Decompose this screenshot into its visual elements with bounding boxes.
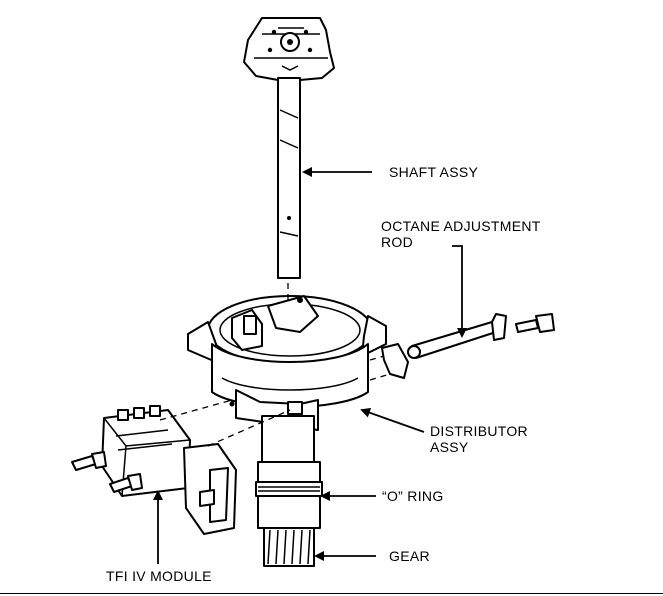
alignment-lines bbox=[159, 280, 391, 447]
octane-rod-part bbox=[381, 313, 555, 379]
label-octane-line1: OCTANE ADJUSTMENT bbox=[381, 218, 541, 234]
tfi-module-part bbox=[71, 405, 237, 535]
bottom-divider bbox=[0, 593, 663, 594]
leader-lines bbox=[153, 167, 467, 564]
distributor-assembly bbox=[187, 295, 387, 567]
label-distributor-line1: DISTRIBUTOR bbox=[430, 423, 528, 439]
label-gear: GEAR bbox=[389, 548, 430, 564]
gear-part bbox=[263, 527, 315, 567]
label-octane-line2: ROD bbox=[381, 234, 413, 250]
shaft-assembly bbox=[243, 17, 335, 279]
label-tfi-module: TFI IV MODULE bbox=[106, 568, 212, 584]
label-shaft-assy: SHAFT ASSY bbox=[389, 164, 478, 180]
label-distributor-line2: ASSY bbox=[430, 439, 469, 455]
label-o-ring: “O” RING bbox=[382, 488, 444, 504]
